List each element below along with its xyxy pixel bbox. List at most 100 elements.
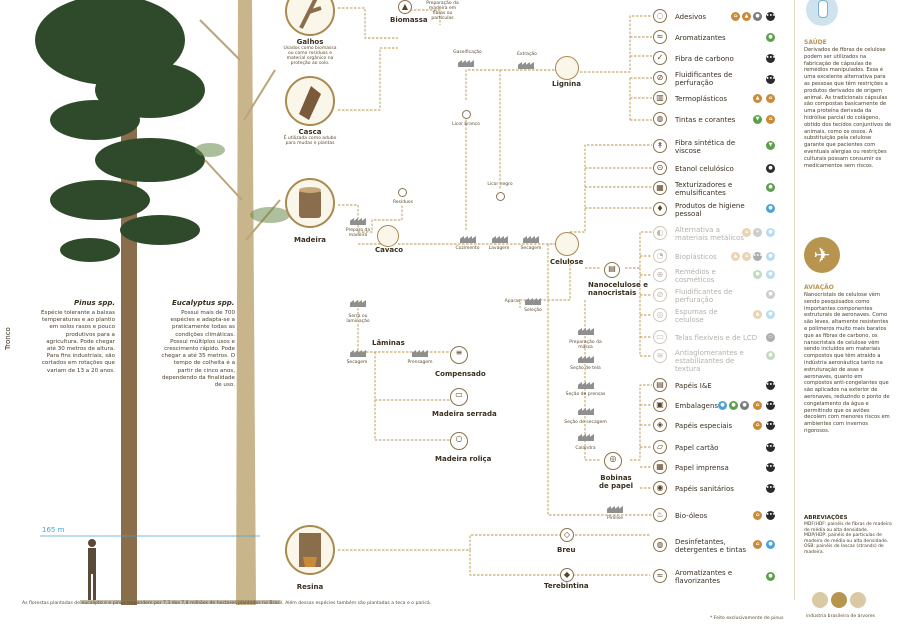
bio-oleos-icon: ♨ [653,508,667,522]
secao-tela-label: Seção de tela [570,366,601,371]
sidebar-divider [794,0,795,600]
termoplasticos-icon: ▥ [653,91,667,105]
papeis-ie-label: Papéis I&E [675,382,712,390]
aromatizantes-label: Aromatizantes [675,34,726,42]
prensagem-label: Prensagem [407,360,433,365]
embalagens-label: Embalagens [675,402,719,410]
secagem2-label: Secagem [346,360,368,365]
aviacao-text: Nanocristais de celulose vêm sendo pesqu… [804,292,890,434]
factory-badge: ▲ [731,252,740,261]
plane-badge: ✈ [753,228,762,237]
health-badge: ● [766,33,775,42]
more-badge: ••• [766,463,776,472]
person-badge: ● [766,270,775,279]
person-badge: ● [766,310,775,319]
aviation-plane-icon: ✈ [804,237,840,273]
car-badge: ● [766,164,775,173]
licor-branco-node [462,110,471,119]
papel-cartao-label: Papel cartão [675,444,719,452]
branch-icon [299,0,322,29]
footer-note: As florestas plantadas de eucalipto e e … [22,601,432,606]
extracao-factory-icon [518,62,534,69]
log-icon [299,187,321,218]
more-badge: ••• [753,252,763,261]
terebintina-icon: ◆ [560,568,574,582]
lavagem-factory-icon [492,236,508,243]
preparo-factory-icon [350,218,366,225]
calandra-factory-icon [578,434,594,441]
secagem2-factory-icon [350,350,366,357]
fibra-carbono-icon: ✓ [653,51,667,65]
papeis-ie-icon: ▤ [653,378,667,392]
house-badge: ⌂ [753,421,762,430]
metal-alt-label: Alternativa a materiais metálicos [675,226,744,242]
prep-massa-factory-icon [578,328,594,335]
termoplasticos-label: Termoplásticos [675,95,728,103]
prensagem-factory-icon [412,350,428,357]
house-badge: ⌂ [766,94,775,103]
casca-text: É utilizada como adubo para mudas e plan… [283,136,337,146]
bobinas-label: Bobinas de papel [598,474,634,490]
more-badge: ••• [766,75,776,84]
adesivos-label: Adesivos [675,13,707,21]
biomassa-label: Biomassa [390,16,428,24]
serra-label: Serra ou laminação [346,314,370,324]
more-badge: ••• [766,401,776,410]
resina-circle [285,525,335,575]
person-badge: ● [766,252,775,261]
compensado-label: Compensado [435,370,486,378]
licor-branco-label: Licor branco [452,122,480,127]
abrev-text: MDF/HDF: painéis de fibras de madeira de… [804,522,892,555]
residuos-label: Resíduos [392,200,414,205]
espumas-icon: ◎ [653,308,667,322]
shirt-badge: ▼ [753,115,762,124]
casca-circle [285,76,335,126]
papeis-especiais-label: Papéis especiais [675,422,733,430]
fibra-carbono-label: Fibra de carbono [675,55,734,63]
antiaglomerantes-icon: ≋ [653,349,667,363]
breu-label: Breu [557,546,576,554]
madeira-rolica-label: Madeira roliça [435,455,492,463]
viscose-icon: ↟ [653,139,667,153]
metal-alt-icon: ◐ [653,226,667,240]
cozimento-factory-icon [460,236,476,243]
person-badge: ● [766,228,775,237]
selecao-factory-icon [525,298,541,305]
lignina-circle [555,56,579,80]
tintas-icon: ◍ [653,112,667,126]
person-badge: ● [766,204,775,213]
secao-prensas-factory-icon [578,382,594,389]
compensado-icon: ≡ [450,346,468,364]
gear-badge: ● [766,290,775,299]
factory-badge: ▲ [742,12,751,21]
more-badge: ••• [766,12,776,21]
secagem-label: Secagem [520,246,542,251]
selecao-label: Seleção [524,308,542,313]
gaseificacao-label: Gaseificação [453,50,482,55]
aviacao-title: AVIAÇÃO [804,284,834,291]
home-badge: ● [753,12,762,21]
secao-secagem-factory-icon [578,408,594,415]
bio-oleos-label: Bio-óleos [675,512,708,520]
eucalyptus-title: Eucalyptus spp. [172,299,235,307]
remedios-icon: ⊕ [653,268,667,282]
more-badge: ••• [766,484,776,493]
person-badge: ● [766,540,775,549]
cavaco-circle [377,225,399,247]
cozimento-label: Cozimento [455,246,480,251]
madeira-rolica-icon: ○ [450,432,468,450]
casca-label: Casca [298,128,322,136]
calandra-label: Calandra [575,446,596,451]
pirolise-factory-icon [607,506,623,513]
eucalyptus-text: Possui mais de 700 espécies e adapta-se … [161,310,235,389]
person-figure [88,539,96,600]
pinus-title: Pinus spp. [74,299,115,307]
embalagens-icon: ▣ [653,398,667,412]
fluid-nano-label: Fluidificantes de perfuração [675,288,733,304]
tintas-label: Tintas e corantes [675,116,736,124]
secao-prensas-label: Seção de prensas [565,392,606,397]
biomassa-note: Preparação da madeira em fibras ou partí… [426,1,459,21]
more-badge: ••• [766,421,776,430]
logo-text: indústria brasileira de árvores [806,614,875,619]
